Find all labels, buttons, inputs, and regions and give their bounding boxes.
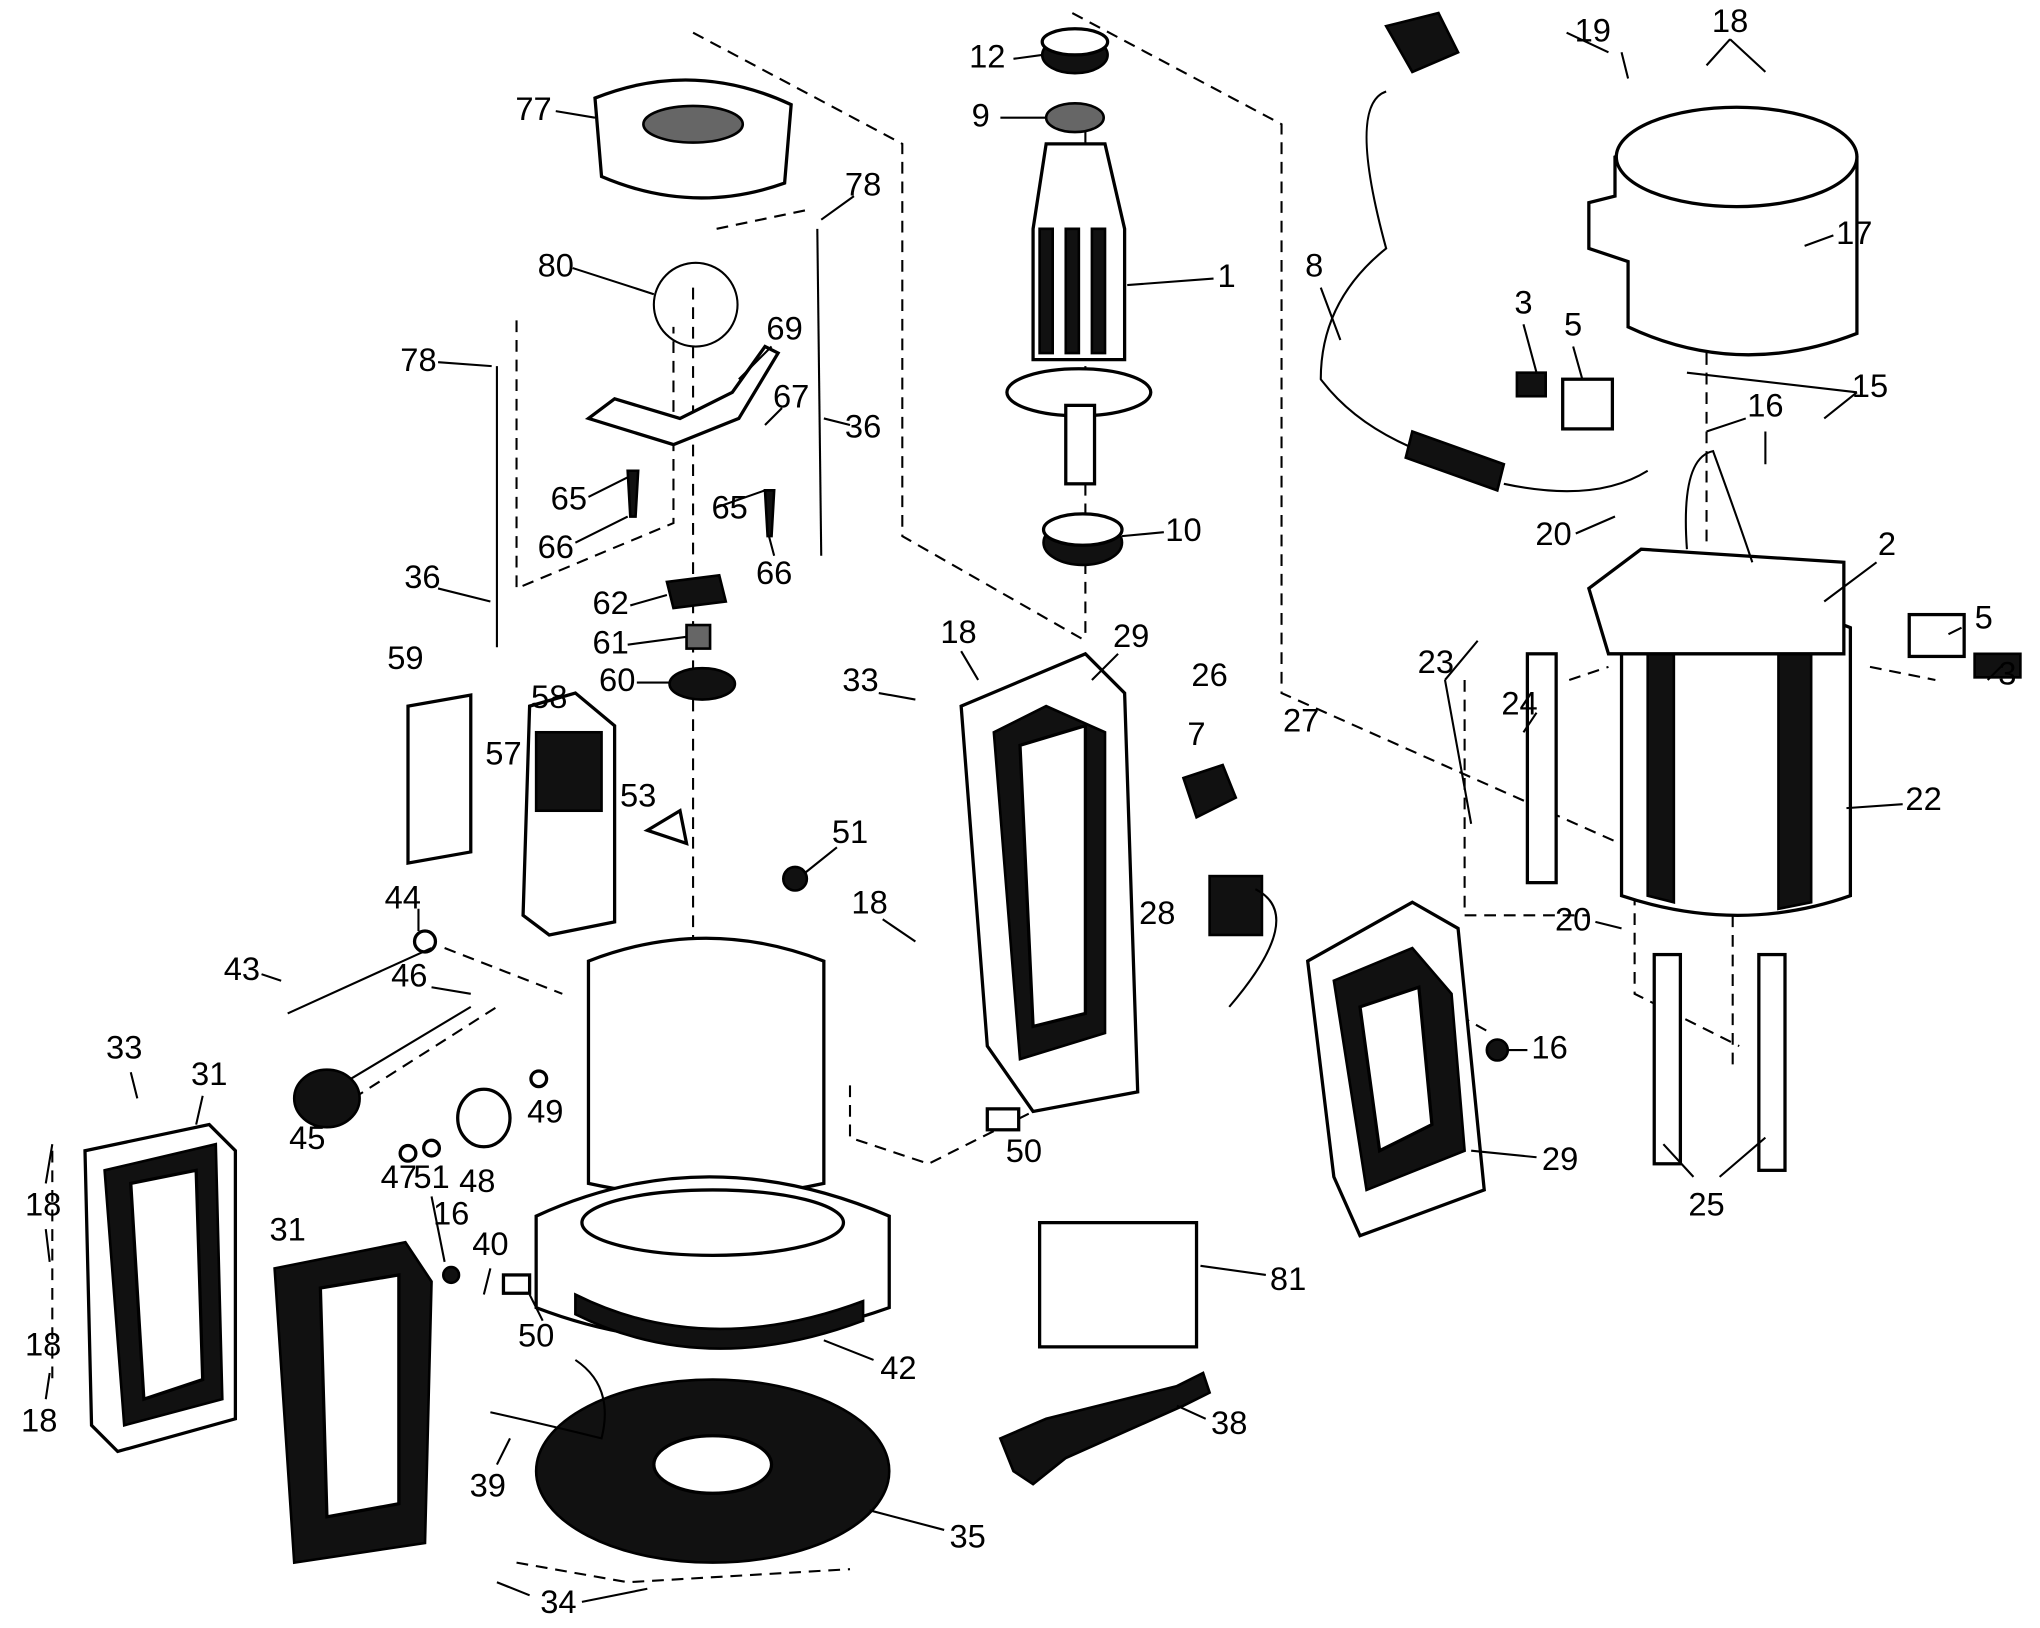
decal <box>1037 1221 1199 1349</box>
part-label-28: 28 <box>1139 894 1175 931</box>
spring-wire <box>490 1359 606 1440</box>
part-label-50: 50 <box>518 1316 554 1353</box>
armature-assembly <box>1005 27 1153 567</box>
part-label-5: 5 <box>1564 306 1582 343</box>
part-label-31: 31 <box>191 1055 227 1092</box>
part-label-69: 69 <box>766 309 802 346</box>
part-label-81: 81 <box>1270 1260 1306 1297</box>
part-label-80: 80 <box>538 247 574 284</box>
part-label-33: 33 <box>106 1029 142 1066</box>
part-label-53: 53 <box>620 776 656 813</box>
part-label-49: 49 <box>527 1093 563 1130</box>
small-hardware <box>287 808 1510 1295</box>
part-label-39: 39 <box>470 1467 506 1504</box>
part-label-3: 3 <box>1514 283 1532 320</box>
part-label-8: 8 <box>1305 247 1323 284</box>
part-label-18: 18 <box>25 1326 61 1363</box>
part-label-47: 47 <box>381 1158 417 1195</box>
part-label-50: 50 <box>1006 1132 1042 1169</box>
part-label-29: 29 <box>1542 1140 1578 1177</box>
part-label-77: 77 <box>515 90 551 127</box>
part-label-24: 24 <box>1501 685 1537 722</box>
part-label-16: 16 <box>1747 387 1783 424</box>
part-label-43: 43 <box>224 950 260 987</box>
part-label-40: 40 <box>472 1225 508 1262</box>
part-label-18: 18 <box>940 613 976 650</box>
part-label-26: 26 <box>1191 656 1227 693</box>
guide-strips <box>1525 652 1787 1172</box>
part-label-29: 29 <box>1113 617 1149 654</box>
part-label-78: 78 <box>400 341 436 378</box>
leader-lines <box>44 31 2002 1603</box>
part-label-1: 1 <box>1218 257 1236 294</box>
part-label-31: 31 <box>270 1210 306 1247</box>
sub-base <box>534 1378 891 1564</box>
part-label-10: 10 <box>1165 511 1201 548</box>
part-label-18: 18 <box>851 884 887 921</box>
part-label-25: 25 <box>1688 1186 1724 1223</box>
part-label-35: 35 <box>950 1518 986 1555</box>
brush-holders <box>1515 371 2022 679</box>
depth-adjuster <box>521 691 617 937</box>
part-label-78: 78 <box>845 166 881 203</box>
collet-parts <box>665 573 737 701</box>
part-label-18: 18 <box>1712 2 1748 39</box>
retaining-ring <box>652 261 739 348</box>
part-label-27: 27 <box>1283 702 1319 739</box>
part-label-66: 66 <box>538 528 574 565</box>
wrench <box>998 1371 1212 1486</box>
part-label-57: 57 <box>485 734 521 771</box>
part-label-16: 16 <box>433 1195 469 1232</box>
part-label-5: 5 <box>1975 598 1993 635</box>
motor-cap <box>1587 105 1859 357</box>
part-label-45: 45 <box>289 1119 325 1156</box>
part-label-59: 59 <box>387 639 423 676</box>
part-label-20: 20 <box>1535 515 1571 552</box>
part-label-20: 20 <box>1555 901 1591 938</box>
part-label-18: 18 <box>25 1186 61 1223</box>
part-label-7: 7 <box>1187 715 1205 752</box>
part-label-61: 61 <box>593 623 629 660</box>
part-label-23: 23 <box>1418 643 1454 680</box>
part-label-58: 58 <box>531 678 567 715</box>
part-label-33: 33 <box>842 661 878 698</box>
part-label-46: 46 <box>391 957 427 994</box>
part-label-17: 17 <box>1836 214 1872 251</box>
part-label-51: 51 <box>413 1158 449 1195</box>
field-stator <box>1586 449 1853 917</box>
part-label-42: 42 <box>880 1349 916 1386</box>
part-label-65: 65 <box>551 479 587 516</box>
part-label-36: 36 <box>404 558 440 595</box>
part-label-36: 36 <box>845 408 881 445</box>
bracket <box>584 344 781 447</box>
part-label-19: 19 <box>1575 11 1611 48</box>
part-label-3: 3 <box>1998 655 2016 692</box>
handles <box>83 651 1486 1565</box>
part-label-67: 67 <box>773 377 809 414</box>
bearing-housing <box>593 78 793 200</box>
part-label-62: 62 <box>593 584 629 621</box>
part-label-34: 34 <box>540 1583 576 1620</box>
motor-housing-base <box>534 936 891 1350</box>
rods <box>495 228 823 648</box>
part-label-51: 51 <box>832 813 868 850</box>
part-label-66: 66 <box>756 554 792 591</box>
part-label-38: 38 <box>1211 1404 1247 1441</box>
part-label-9: 9 <box>972 96 990 133</box>
label-plate <box>406 693 473 865</box>
part-label-48: 48 <box>459 1162 495 1199</box>
part-label-15: 15 <box>1852 367 1888 404</box>
part-label-22: 22 <box>1905 780 1941 817</box>
part-label-60: 60 <box>599 661 635 698</box>
switch-assembly <box>1181 763 1278 1008</box>
part-label-44: 44 <box>385 878 421 915</box>
part-label-65: 65 <box>712 489 748 526</box>
part-label-2: 2 <box>1878 525 1896 562</box>
part-label-18: 18 <box>21 1401 57 1438</box>
part-label-16: 16 <box>1531 1029 1567 1066</box>
part-label-12: 12 <box>969 37 1005 74</box>
power-cord <box>1319 11 1649 493</box>
